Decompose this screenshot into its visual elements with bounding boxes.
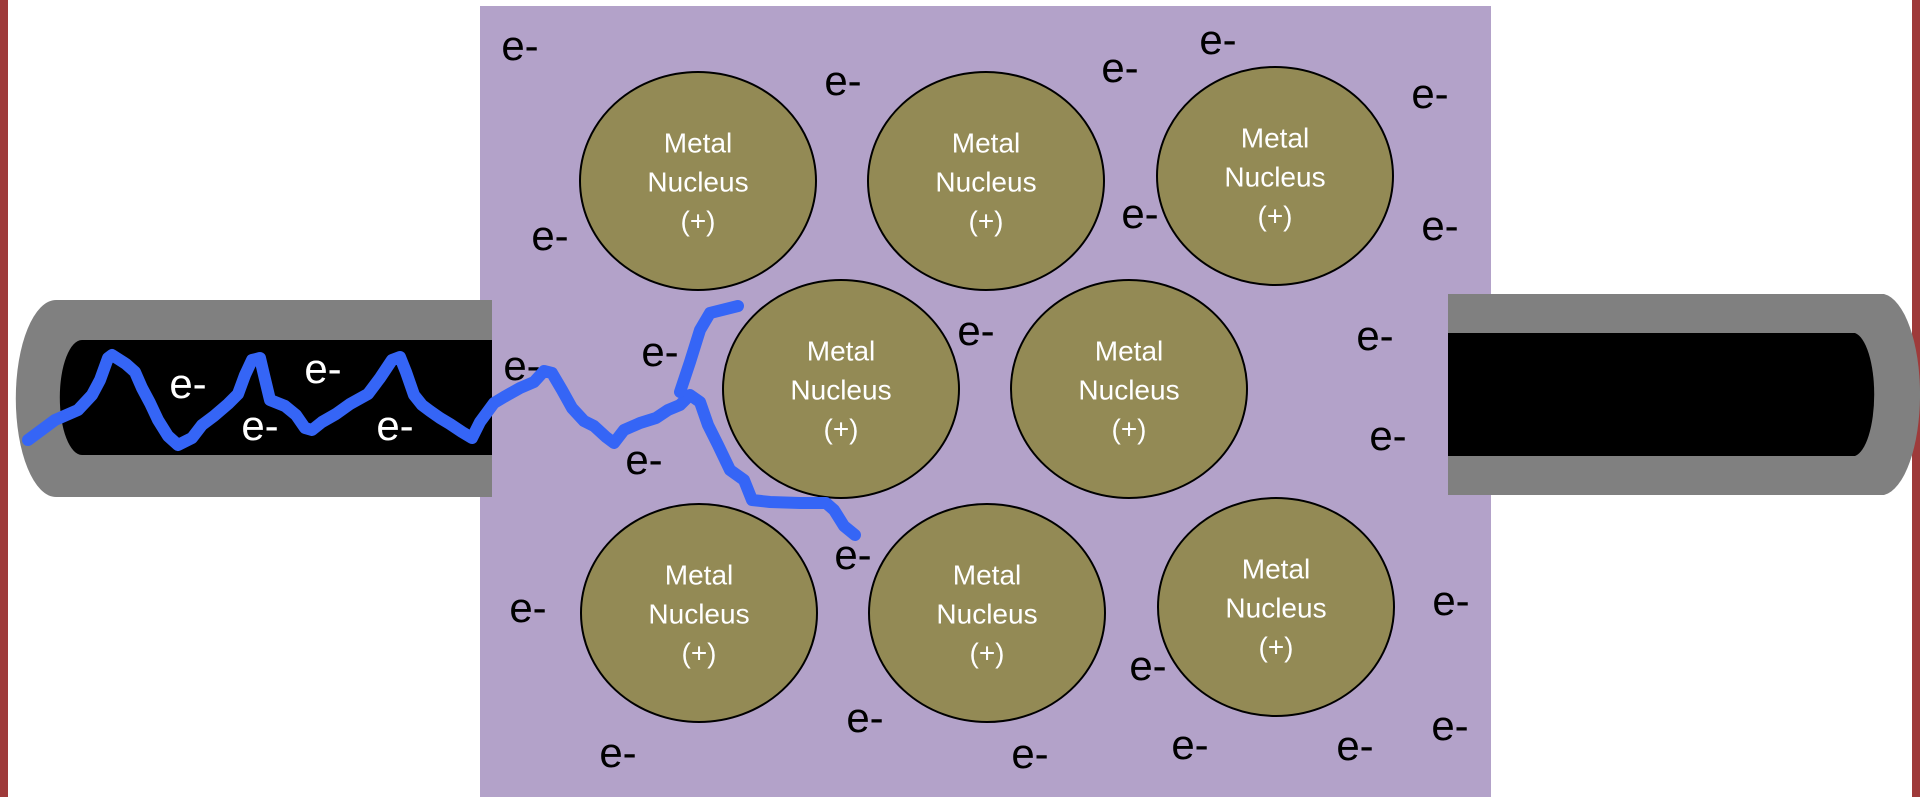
nucleus-label-line1: Metal [953,559,1021,590]
wire-electron-label: e- [169,360,206,407]
free-electron-label: e- [1421,202,1458,249]
current-path-branch [674,300,744,398]
current-path-line [22,349,861,541]
nucleus-label-line2: Nucleus [790,374,891,405]
free-electron-label: e- [1432,577,1469,624]
nucleus-circle [1156,66,1394,286]
free-electron-label: e- [1411,70,1448,117]
free-electron-label: e- [531,212,568,259]
nucleus-label-line2: Nucleus [935,166,1036,197]
free-electron-label: e- [599,729,636,776]
nucleus-label-line2: Nucleus [1224,161,1325,192]
wire-electron-label: e- [241,402,278,449]
nucleus-label-line1: Metal [665,559,733,590]
nucleus-label-line3: (+) [1259,631,1294,662]
nucleus-circle [1010,279,1248,499]
free-electron-label: e- [509,584,546,631]
nucleus-label-line3: (+) [1112,413,1147,444]
free-electron-label: e- [1199,16,1236,63]
left-frame-bar [0,0,8,797]
nucleus-label-line1: Metal [1242,553,1310,584]
nucleus-label-line2: Nucleus [936,598,1037,629]
nucleus-label-line1: Metal [1241,122,1309,153]
nucleus-circle [1157,497,1395,717]
free-electron-label: e- [1336,722,1373,769]
nucleus-label-line3: (+) [1258,200,1293,231]
nucleus-label-line2: Nucleus [1078,374,1179,405]
free-electron-label: e- [625,436,662,483]
wire-electron-label: e- [376,402,413,449]
free-electron-label: e- [1431,702,1468,749]
nuclei-layer: MetalNucleus(+)MetalNucleus(+)MetalNucle… [579,66,1395,723]
nucleus-circle [722,279,960,499]
nucleus-label-line3: (+) [682,637,717,668]
nucleus-label-line1: Metal [1095,335,1163,366]
nucleus-label-line1: Metal [807,335,875,366]
free-electron-label: e- [1369,412,1406,459]
free-electron-label: e- [1121,190,1158,237]
nucleus-circle [867,71,1105,291]
free-electron-label: e- [824,57,861,104]
wire-electron-label: e- [304,345,341,392]
electrons-layer: e-e-e-e-e-e-e-e-e-e-e-e-e-e-e-e-e-e-e-e-… [169,16,1469,777]
free-electron-label: e- [846,694,883,741]
free-electron-label: e- [1011,730,1048,777]
nucleus-label-line2: Nucleus [1225,592,1326,623]
right-wire [1448,294,1920,495]
free-electron-label: e- [1356,312,1393,359]
nucleus-label-line2: Nucleus [648,598,749,629]
free-electron-label: e- [1129,642,1166,689]
nucleus-label-line1: Metal [664,127,732,158]
nucleus-label-line1: Metal [952,127,1020,158]
free-electron-label: e- [641,328,678,375]
free-electron-label: e- [1101,44,1138,91]
nucleus-circle [579,71,817,291]
nucleus-label-line3: (+) [681,205,716,236]
nucleus-label-line3: (+) [970,637,1005,668]
nucleus-label-line2: Nucleus [647,166,748,197]
free-electron-label: e- [501,22,538,69]
nucleus-label-line3: (+) [969,205,1004,236]
nucleus-circle [580,503,818,723]
free-electron-label: e- [957,307,994,354]
nucleus-circle [868,503,1106,723]
nucleus-label-line3: (+) [824,413,859,444]
free-electron-label: e- [1171,721,1208,768]
